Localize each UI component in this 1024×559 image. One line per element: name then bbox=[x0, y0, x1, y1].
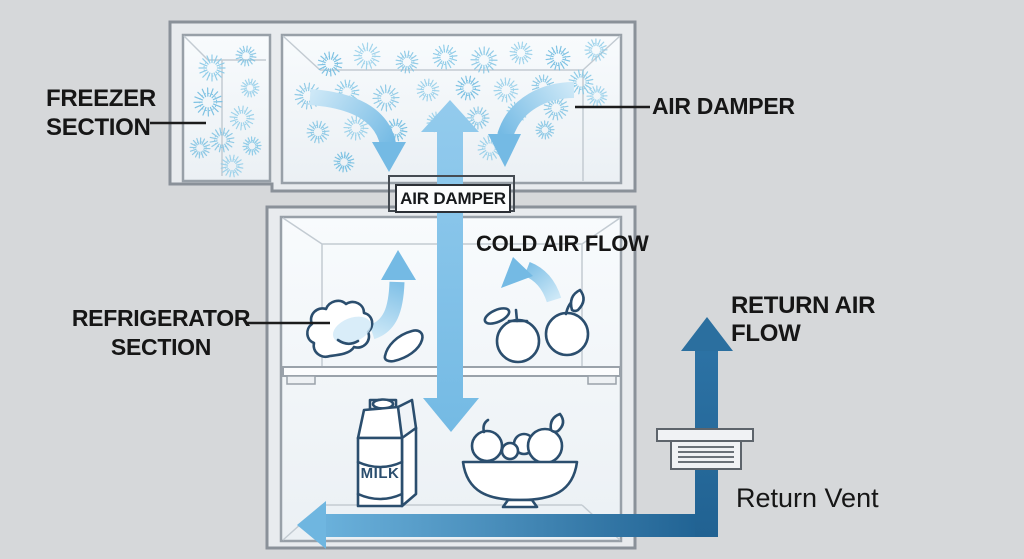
snowflake-icon bbox=[584, 38, 608, 62]
apple-icon bbox=[483, 307, 541, 364]
snowflake-icon bbox=[229, 105, 255, 131]
snowflake-icon bbox=[586, 85, 608, 107]
snowflake-icon bbox=[220, 154, 244, 178]
snowflake-icon bbox=[317, 51, 343, 77]
snowflake-icons bbox=[189, 38, 608, 178]
snowflake-icon bbox=[353, 42, 381, 70]
snowflake-icon bbox=[189, 137, 211, 159]
snowflake-icon bbox=[193, 87, 223, 117]
apple-icon bbox=[544, 288, 590, 357]
air-damper-box: AIR DAMPER bbox=[395, 184, 511, 213]
cold-air-main-arrow bbox=[421, 100, 479, 432]
freezer-flow-arrows bbox=[309, 82, 575, 172]
cold-air-band bbox=[437, 128, 463, 402]
snowflake-icon bbox=[466, 106, 490, 130]
freezer-perspective-lines bbox=[183, 35, 621, 181]
milk-carton-icon bbox=[356, 398, 418, 508]
return-vent-label: Return Vent bbox=[736, 483, 879, 513]
snowflake-icon bbox=[545, 45, 571, 71]
return-air-duct bbox=[297, 317, 733, 549]
freezer-left-compartment bbox=[181, 33, 272, 183]
down-arrow-icon bbox=[423, 398, 479, 432]
return-vent-icon bbox=[656, 428, 754, 470]
snowflake-icon bbox=[416, 78, 440, 102]
curved-flow-arrow-icon bbox=[309, 89, 396, 147]
return-air-flow-line2: FLOW bbox=[731, 320, 801, 347]
up-arrow-icon bbox=[421, 100, 479, 132]
curved-flow-arrow-icon bbox=[497, 82, 575, 139]
snowflake-icon bbox=[242, 136, 262, 156]
bread-icon bbox=[306, 299, 374, 358]
refrigerator-flow-arrows bbox=[369, 250, 562, 340]
snowflake-icon bbox=[198, 54, 226, 82]
freezer-label-line2: SECTION bbox=[46, 114, 151, 141]
snowflake-icon bbox=[395, 50, 419, 74]
snowflake-icon bbox=[372, 84, 400, 112]
curved-flow-arrow-icon bbox=[369, 281, 405, 340]
down-arrow-icon bbox=[488, 134, 521, 167]
refrigerator-label-line2: SECTION bbox=[110, 334, 212, 360]
air-damper-callout-label: AIR DAMPER bbox=[652, 93, 795, 119]
snowflake-icon bbox=[535, 120, 555, 140]
up-arrow-icon bbox=[681, 317, 733, 351]
cold-air-flow-label: COLD AIR FLOW bbox=[476, 231, 649, 256]
snowflake-icon bbox=[509, 41, 533, 65]
fruit-bowl-icon bbox=[461, 412, 579, 509]
snowflake-icon bbox=[235, 45, 257, 67]
up-arrow-icon bbox=[501, 257, 533, 288]
up-arrow-icon bbox=[381, 250, 416, 280]
snowflake-icon bbox=[209, 127, 235, 153]
snowflake-icon bbox=[240, 78, 260, 98]
snowflake-icon bbox=[493, 77, 519, 103]
curved-flow-arrow-icon bbox=[523, 262, 562, 303]
snowflake-icon bbox=[470, 46, 498, 74]
croissant-icon bbox=[383, 329, 424, 363]
freezer-label-line1: FREEZER bbox=[46, 85, 156, 112]
snowflake-icon bbox=[432, 44, 458, 70]
left-arrow-icon bbox=[297, 501, 326, 549]
snowflake-icon bbox=[455, 75, 481, 101]
snowflake-icon bbox=[333, 151, 355, 173]
refrigerator-label-line1: REFRIGERATOR bbox=[71, 305, 251, 331]
snowflake-icon bbox=[343, 115, 369, 141]
milk-carton-label: MILK bbox=[360, 465, 400, 482]
callout-lines bbox=[150, 105, 650, 325]
refrigerator-section-label: REFRIGERATOR SECTION bbox=[66, 304, 256, 362]
down-arrow-icon bbox=[372, 142, 406, 172]
air-damper-box-label: AIR DAMPER bbox=[400, 188, 506, 208]
snowflake-icon bbox=[306, 120, 330, 144]
return-air-flow-line1: RETURN AIR bbox=[731, 292, 876, 319]
